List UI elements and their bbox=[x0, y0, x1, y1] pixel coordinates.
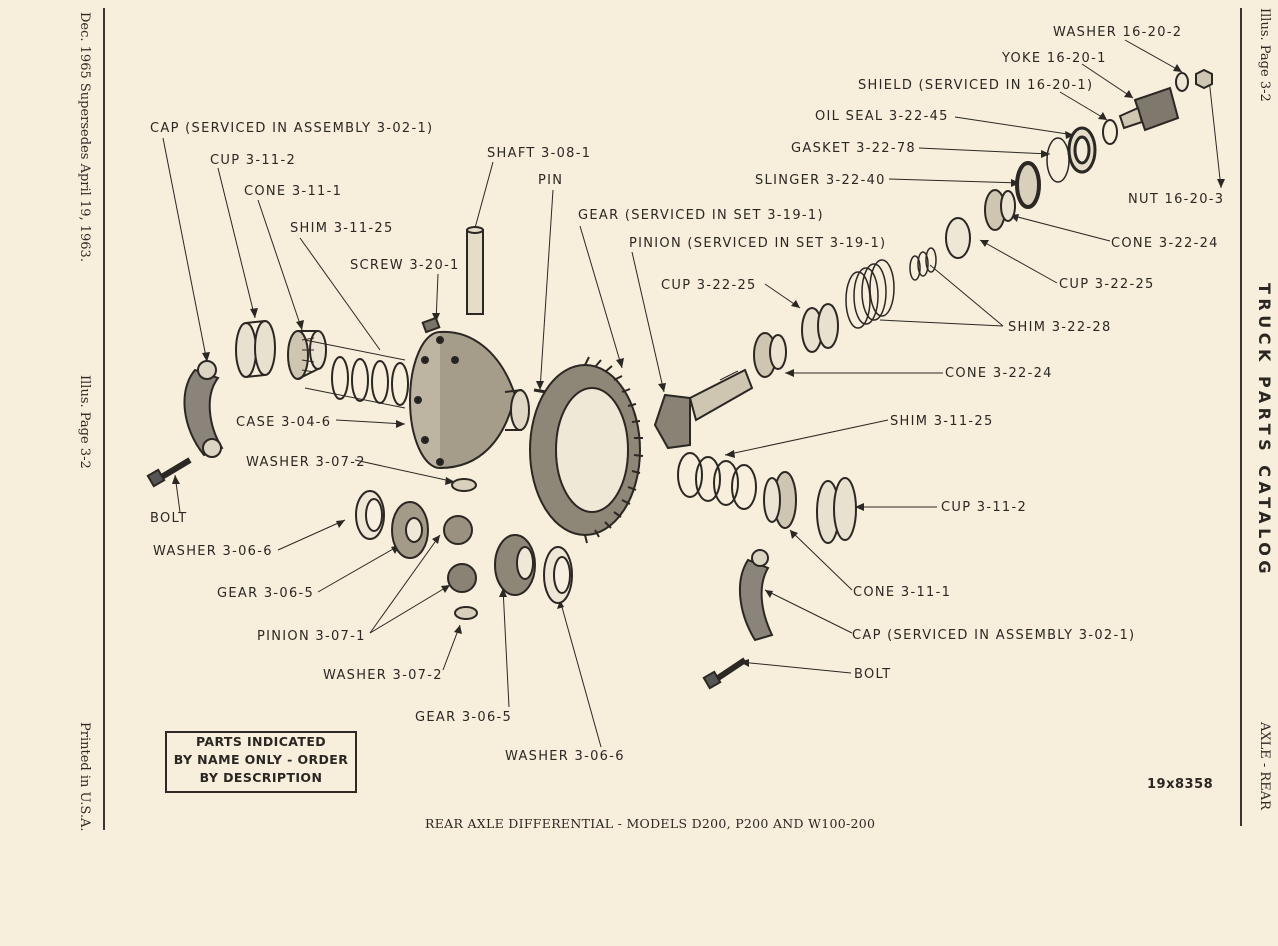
label-screw: SCREW 3-20-1 bbox=[350, 258, 460, 273]
bolt-left-drawing bbox=[146, 457, 192, 488]
arrow-tips bbox=[172, 64, 1225, 667]
label-washer-306-bottom: WASHER 3-06-6 bbox=[505, 749, 625, 764]
label-shim-right: SHIM 3-11-25 bbox=[890, 414, 994, 429]
label-pinion-307: PINION 3-07-1 bbox=[257, 629, 366, 644]
note-line-3: BY DESCRIPTION bbox=[199, 770, 323, 785]
label-oil-seal: OIL SEAL 3-22-45 bbox=[815, 109, 949, 124]
note-line-1: PARTS INDICATED bbox=[195, 734, 327, 749]
label-cap-top: CAP (SERVICED IN ASSEMBLY 3-02-1) bbox=[150, 121, 434, 136]
label-gear-306-left: GEAR 3-06-5 bbox=[217, 586, 315, 601]
label-case: CASE 3-04-6 bbox=[236, 415, 332, 430]
shim-left-drawing bbox=[304, 339, 409, 409]
bolt-right-drawing bbox=[702, 657, 747, 690]
label-shaft: SHAFT 3-08-1 bbox=[487, 146, 592, 161]
cup-right-drawing bbox=[816, 477, 857, 544]
screw-drawing bbox=[421, 316, 441, 334]
label-washer-306-left: WASHER 3-06-6 bbox=[153, 544, 273, 559]
note-line-2: BY NAME ONLY - ORDER bbox=[173, 752, 349, 767]
label-washer-yoke: WASHER 16-20-2 bbox=[1053, 25, 1183, 40]
oil-seal-drawing bbox=[1067, 126, 1097, 174]
label-shim-left: SHIM 3-11-25 bbox=[290, 221, 394, 236]
label-pinion-set: PINION (SERVICED IN SET 3-19-1) bbox=[629, 236, 887, 251]
cone-pinion-outer-drawing bbox=[984, 189, 1016, 231]
label-cone-right: CONE 3-11-1 bbox=[853, 585, 952, 600]
ring-gear-drawing bbox=[529, 356, 644, 544]
cone-left-drawing bbox=[287, 330, 327, 380]
left-margin-rule bbox=[103, 8, 105, 830]
label-yoke: YOKE 16-20-1 bbox=[1002, 51, 1107, 66]
gasket-drawing bbox=[1046, 137, 1070, 183]
bearing-cap-right-drawing bbox=[738, 549, 774, 642]
shield-drawing bbox=[1102, 119, 1118, 145]
label-washer-307-top: WASHER 3-07-2 bbox=[246, 455, 366, 470]
label-bolt-left: BOLT bbox=[150, 511, 188, 526]
label-bolt-right: BOLT bbox=[854, 667, 892, 682]
figure-code: 19x8358 bbox=[1147, 777, 1214, 792]
bearing-cap-left-drawing bbox=[183, 360, 224, 458]
yoke-drawing bbox=[1118, 86, 1180, 132]
label-cap-bottom: CAP (SERVICED IN ASSEMBLY 3-02-1) bbox=[852, 628, 1136, 643]
parts-note-box: PARTS INDICATED BY NAME ONLY - ORDER BY … bbox=[165, 731, 357, 793]
label-cup-left: CUP 3-11-2 bbox=[210, 153, 297, 168]
label-cone-pinion-outer: CONE 3-22-24 bbox=[1111, 236, 1219, 251]
label-gear-306-bottom: GEAR 3-06-5 bbox=[415, 710, 513, 725]
case-drawing bbox=[409, 330, 530, 469]
label-shield: SHIELD (SERVICED IN 16-20-1) bbox=[858, 78, 1094, 93]
slinger-drawing bbox=[1015, 161, 1041, 209]
shim-pinion-drawing bbox=[845, 247, 937, 329]
nut-drawing bbox=[1195, 68, 1213, 90]
cup-pinion-outer-drawing bbox=[945, 217, 971, 259]
label-shim-pinion: SHIM 3-22-28 bbox=[1008, 320, 1112, 335]
drive-pinion-drawing bbox=[653, 368, 754, 450]
label-cup-pinion-outer: CUP 3-22-25 bbox=[1059, 277, 1155, 292]
label-cone-left: CONE 3-11-1 bbox=[244, 184, 343, 199]
label-washer-307-bottom: WASHER 3-07-2 bbox=[323, 668, 443, 683]
figure-caption: REAR AXLE DIFFERENTIAL - MODELS D200, P2… bbox=[425, 816, 876, 831]
label-gear-set: GEAR (SERVICED IN SET 3-19-1) bbox=[578, 208, 824, 223]
cup-left-drawing bbox=[235, 320, 276, 378]
shim-right-drawing bbox=[677, 452, 757, 510]
yoke-washer-drawing bbox=[1175, 72, 1189, 92]
label-cone-pinion-inner: CONE 3-22-24 bbox=[945, 366, 1053, 381]
label-nut: NUT 16-20-3 bbox=[1128, 192, 1225, 207]
label-slinger: SLINGER 3-22-40 bbox=[755, 173, 886, 188]
label-cup-right: CUP 3-11-2 bbox=[941, 500, 1028, 515]
leader-lines bbox=[162, 39, 1222, 748]
cone-pinion-inner-drawing bbox=[753, 332, 787, 378]
shaft-drawing bbox=[466, 226, 484, 315]
right-margin-rule bbox=[1240, 8, 1242, 826]
label-cup-pinion-inner: CUP 3-22-25 bbox=[661, 278, 757, 293]
side-gears-drawing bbox=[355, 478, 573, 620]
cup-pinion-inner-drawing bbox=[801, 303, 839, 353]
label-pin: PIN bbox=[538, 173, 564, 188]
cone-right-drawing bbox=[763, 471, 797, 529]
label-gasket: GASKET 3-22-78 bbox=[791, 141, 916, 156]
